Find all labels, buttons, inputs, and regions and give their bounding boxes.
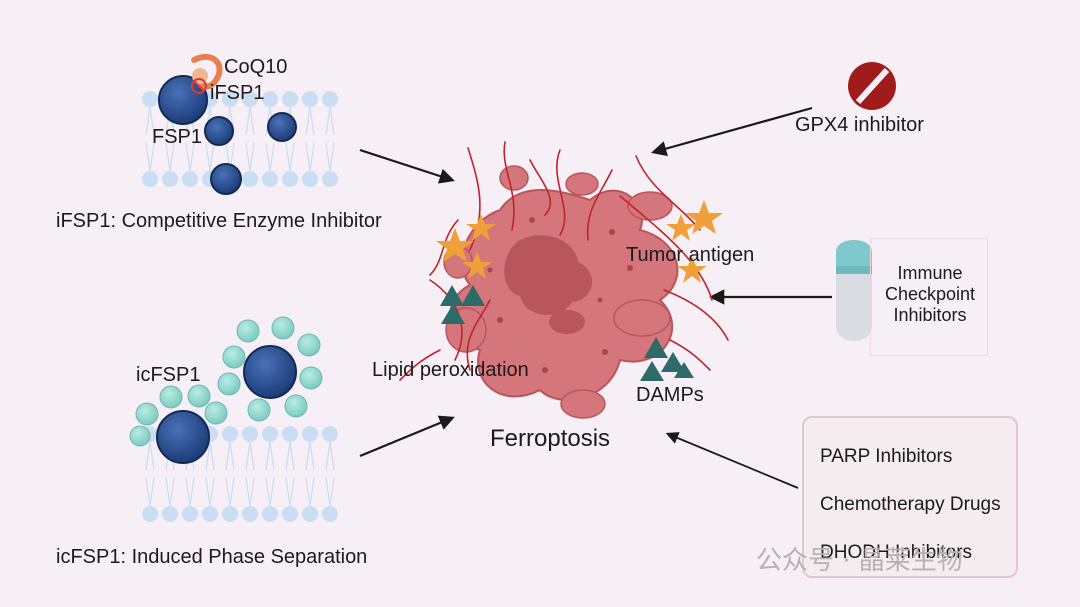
ferroptotic-cell xyxy=(443,165,679,419)
label-coq10: CoQ10 xyxy=(224,56,288,78)
icfsp1-protein-lower xyxy=(156,410,210,464)
damps-triangles xyxy=(440,285,694,381)
drug-list-box: PARP Inhibitors Chemotherapy Drugs DHODH… xyxy=(802,416,1018,578)
label-ifsp1-caption: iFSP1: Competitive Enzyme Inhibitor xyxy=(56,210,382,232)
watermark: 公众号 · 晶莱生物 xyxy=(756,546,963,576)
icfsp1-droplets xyxy=(129,316,323,447)
label-tumor-antigen: Tumor antigen xyxy=(626,244,755,266)
label-immune-checkpoint: Immune Checkpoint Inhibitors xyxy=(884,263,976,325)
drug-item-dhodh: DHODH Inhibitors xyxy=(820,542,973,563)
arrow-ifsp1-to-ferroptosis xyxy=(359,148,455,184)
immune-checkpoint-frame xyxy=(870,238,988,356)
fsp1-protein-small-1 xyxy=(204,116,234,146)
fsp1-protein-small-2 xyxy=(267,112,297,142)
icfsp1-protein-large xyxy=(243,345,297,399)
arrow-icfsp1-to-ferroptosis xyxy=(359,415,455,458)
drug-item-chemotherapy: Chemotherapy Drugs xyxy=(820,494,1001,515)
label-ifsp1-top: iFSP1 xyxy=(210,82,265,104)
label-lipid-peroxidation: Lipid peroxidation xyxy=(372,359,529,381)
label-ferroptosis: Ferroptosis xyxy=(490,425,611,452)
arrow-drugs-to-ferroptosis xyxy=(665,432,799,489)
arrow-gpx4-to-ferroptosis xyxy=(651,106,813,157)
capsule-icon xyxy=(836,240,872,341)
ifsp1-inhibitor-icon xyxy=(191,78,207,94)
membrane-fibers xyxy=(399,141,729,381)
label-damps: DAMPs xyxy=(636,384,704,406)
label-gpx4-inhibitor: GPX4 inhibitor xyxy=(795,114,924,136)
fsp1-protein-large xyxy=(158,75,208,125)
fsp1-protein-small-3 xyxy=(210,163,242,195)
tumor-antigen-stars xyxy=(436,200,723,283)
gpx4-inhibitor-icon xyxy=(848,62,896,110)
label-fsp1: FSP1 xyxy=(152,126,203,148)
drug-item-parp: PARP Inhibitors xyxy=(820,446,953,467)
label-icfsp1-caption: icFSP1: Induced Phase Separation xyxy=(56,546,368,568)
label-icfsp1: icFSP1 xyxy=(136,364,201,386)
